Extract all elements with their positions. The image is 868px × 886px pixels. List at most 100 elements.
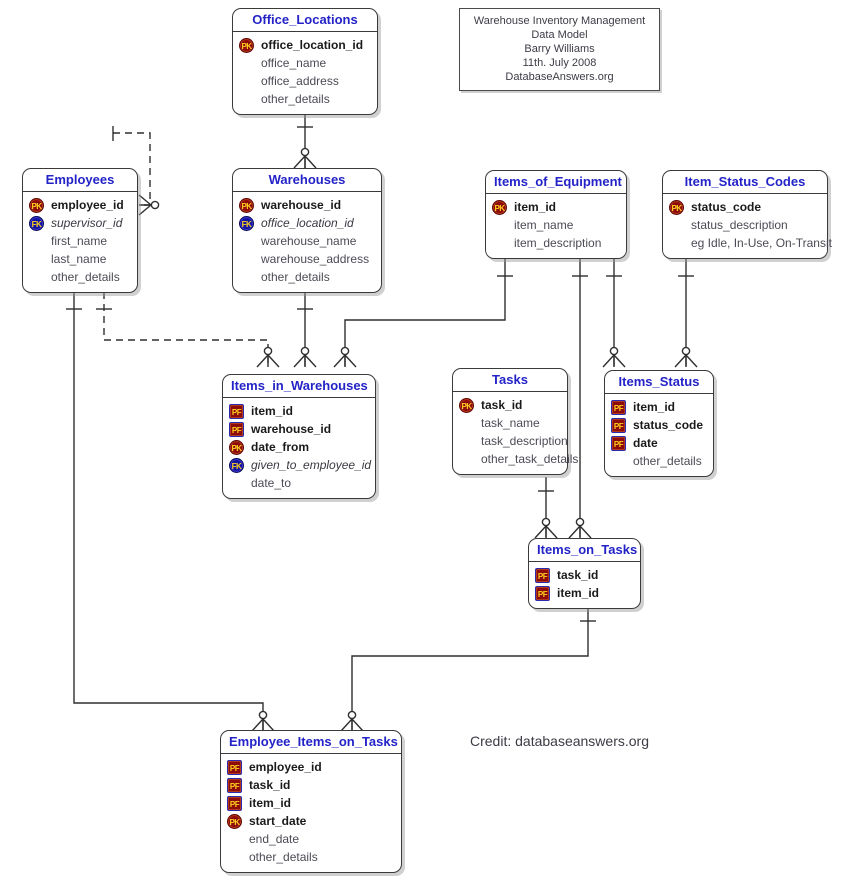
attribute-key-spacer — [239, 54, 261, 72]
attribute-key-spacer — [459, 450, 481, 468]
crowsfoot-items-in-warehouses-equipment — [333, 346, 357, 368]
attribute-key-badge: PK — [239, 36, 261, 54]
attribute-name: other_details — [249, 850, 318, 864]
attribute-row: end_date — [227, 830, 395, 848]
attribute-row: office_address — [239, 72, 371, 90]
pf-badge-icon: PF — [229, 403, 244, 419]
note-line-date: 11th. July 2008 — [522, 57, 597, 69]
attribute-name: task_name — [481, 416, 540, 430]
crowsfoot-items-status-status-codes — [674, 346, 698, 368]
attribute-name: warehouse_id — [251, 422, 332, 436]
crowsfoot-items-status-equipment — [602, 346, 626, 368]
attribute-name: given_to_employee_id — [251, 458, 372, 472]
attribute-key-spacer — [669, 234, 691, 252]
attribute-name: last_name — [51, 252, 107, 266]
attribute-name: office_location_id — [261, 216, 354, 230]
attribute-key-badge: PF — [227, 776, 249, 794]
attribute-key-spacer — [239, 72, 261, 90]
attribute-row: PK employee_id — [29, 196, 131, 214]
attribute-row: task_name — [459, 414, 561, 432]
pk-badge-icon: PK — [492, 199, 507, 215]
attribute-key-spacer — [227, 848, 249, 866]
fk-badge-icon: FK — [29, 215, 44, 231]
attribute-name: item_id — [514, 200, 557, 214]
attribute-row: other_task_details — [459, 450, 578, 468]
attribute-name: warehouse_id — [261, 198, 342, 212]
attribute-name: item_id — [251, 404, 294, 418]
attribute-row: item_name — [492, 216, 620, 234]
pk-badge-icon: PK — [29, 197, 44, 213]
attribute-name: supervisor_id — [51, 216, 123, 230]
attribute-name: office_address — [261, 74, 339, 88]
attribute-key-badge: FK — [29, 214, 51, 232]
attribute-row: office_name — [239, 54, 371, 72]
attribute-name: task_description — [481, 434, 568, 448]
attribute-key-badge: PF — [611, 398, 633, 416]
attribute-key-badge: PF — [229, 420, 251, 438]
attribute-key-badge: PK — [239, 196, 261, 214]
entity-title: Office_Locations — [233, 9, 377, 32]
note-line-title: Warehouse Inventory Management — [473, 15, 646, 27]
attribute-name: task_id — [249, 778, 291, 792]
pk-badge-icon: PK — [227, 813, 242, 829]
attribute-name: item_id — [633, 400, 676, 414]
pf-badge-icon: PF — [611, 417, 626, 433]
attribute-name: employee_id — [51, 198, 124, 212]
attribute-key-badge: PK — [459, 396, 481, 414]
attribute-key-spacer — [29, 232, 51, 250]
attribute-row: other_details — [239, 90, 371, 108]
attribute-row: FK office_location_id — [239, 214, 375, 232]
attribute-name: date_to — [251, 476, 292, 490]
attribute-key-spacer — [611, 452, 633, 470]
pf-badge-icon: PF — [229, 421, 244, 437]
fk-badge-icon: FK — [239, 215, 254, 231]
crowsfoot-employees-self — [138, 194, 160, 216]
attribute-name: start_date — [249, 814, 307, 828]
attribute-name: eg Idle, In-Use, On-Transit — [691, 236, 832, 250]
attribute-name: other_details — [633, 454, 702, 468]
attribute-name: date — [633, 436, 658, 450]
rel-employees-items-in-warehouses — [103, 292, 269, 366]
attribute-row: warehouse_name — [239, 232, 375, 250]
credit-label: Credit: databaseanswers.org — [470, 733, 649, 749]
attribute-name: status_code — [633, 418, 704, 432]
entity-title: Items_Status — [605, 371, 713, 394]
attribute-key-spacer — [239, 90, 261, 108]
crowsfoot-items-in-warehouses-employees — [256, 346, 280, 368]
attribute-key-spacer — [29, 250, 51, 268]
entity-title: Tasks — [453, 369, 567, 392]
attribute-row: other_details — [239, 268, 375, 286]
attribute-row: first_name — [29, 232, 131, 250]
attribute-key-badge: PK — [229, 438, 251, 456]
note-line-source: DatabaseAnswers.org — [505, 71, 614, 83]
note-line-author: Barry Williams — [524, 43, 595, 55]
attribute-key-badge: PK — [227, 812, 249, 830]
attribute-row: other_details — [227, 848, 395, 866]
attribute-row: PF status_code — [611, 416, 707, 434]
